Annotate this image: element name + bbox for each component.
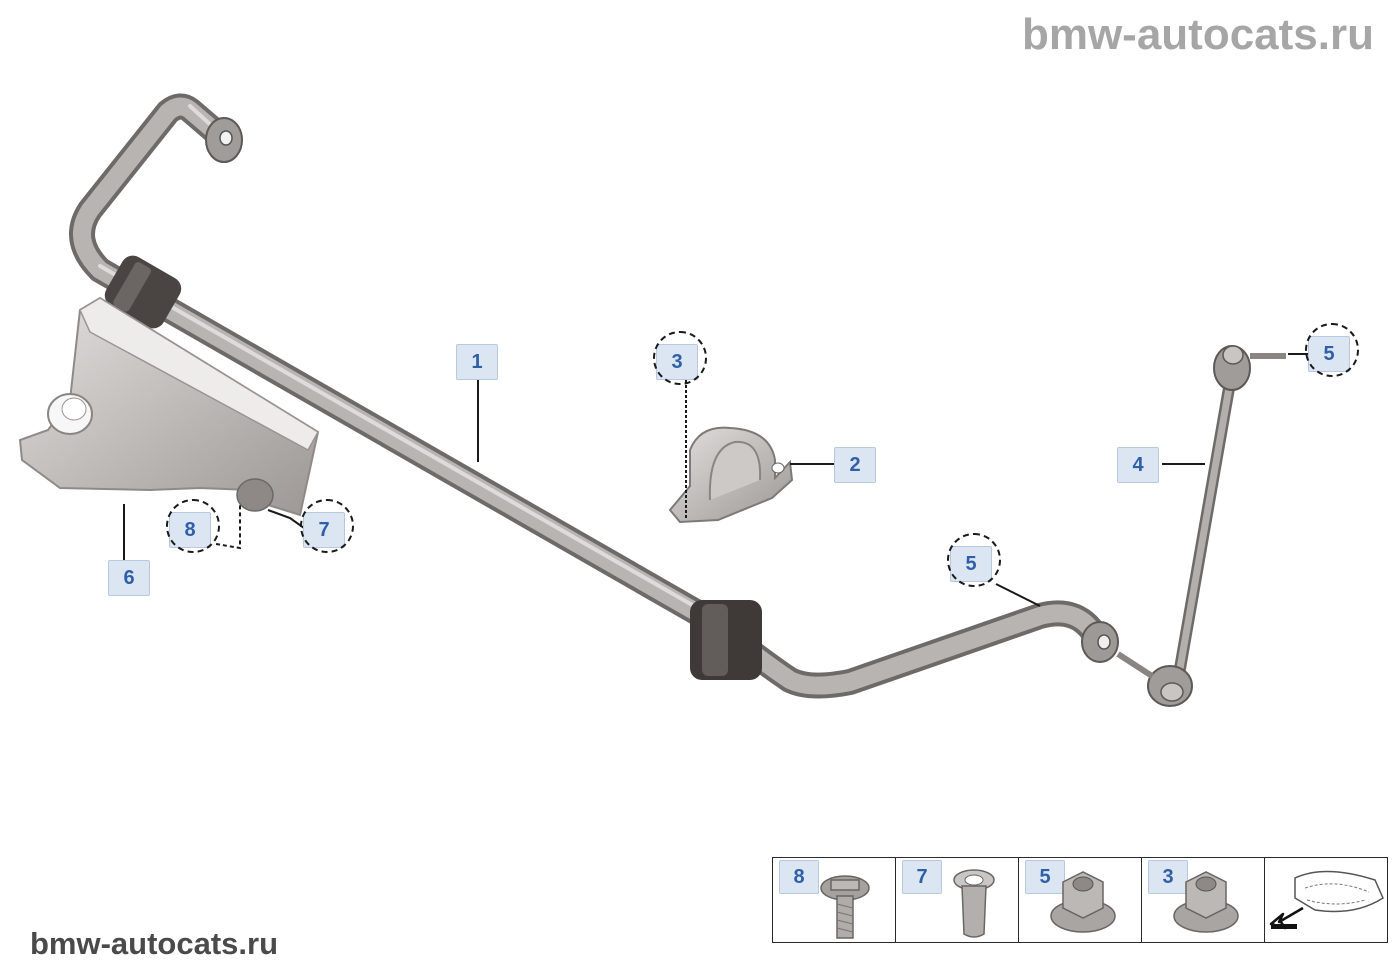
callout-8[interactable]: 8 xyxy=(166,499,220,553)
callout-4[interactable]: 4 xyxy=(1117,447,1159,483)
stabilizer-link[interactable] xyxy=(1116,345,1286,707)
legend-label-8: 8 xyxy=(779,860,819,894)
flange-nut-icon xyxy=(1050,871,1116,933)
bar-bushing-left xyxy=(104,255,182,329)
watermark-top: bmw-autocats.ru xyxy=(1021,10,1374,59)
callout-1[interactable]: 1 xyxy=(456,344,498,380)
legend-cell-flange-nut-5[interactable]: 5 xyxy=(1019,858,1142,942)
callout-5-bar-end[interactable]: 5 xyxy=(947,533,1001,587)
legend-cell-vehicle-locator[interactable] xyxy=(1265,858,1387,942)
legend-label-5: 5 xyxy=(1025,860,1065,894)
leader-lines xyxy=(123,353,1310,607)
legend-cell-flange-nut-3[interactable]: 3 xyxy=(1142,858,1265,942)
flange-nut-icon xyxy=(1173,871,1239,933)
legend-cell-rivet-nut[interactable]: 7 xyxy=(896,858,1019,942)
callout-5-link-top[interactable]: 5 xyxy=(1305,323,1359,377)
legend-cell-bolt[interactable]: 8 xyxy=(773,858,896,942)
fastener-legend: 8 7 5 3 xyxy=(772,857,1388,943)
callout-6[interactable]: 6 xyxy=(108,560,150,596)
legend-label-3: 3 xyxy=(1148,860,1188,894)
bolt-icon xyxy=(820,875,870,939)
bar-clamp[interactable] xyxy=(668,426,794,524)
vehicle-locator-icon xyxy=(1269,870,1384,930)
bar-bushing-right xyxy=(690,600,762,680)
callout-3[interactable]: 3 xyxy=(653,331,707,385)
rivet-nut-icon xyxy=(953,869,995,938)
watermark-bottom: bmw-autocats.ru xyxy=(30,926,279,961)
callout-2[interactable]: 2 xyxy=(834,447,876,483)
legend-label-7: 7 xyxy=(902,860,942,894)
bracket[interactable] xyxy=(18,296,320,517)
callout-7[interactable]: 7 xyxy=(300,499,354,553)
